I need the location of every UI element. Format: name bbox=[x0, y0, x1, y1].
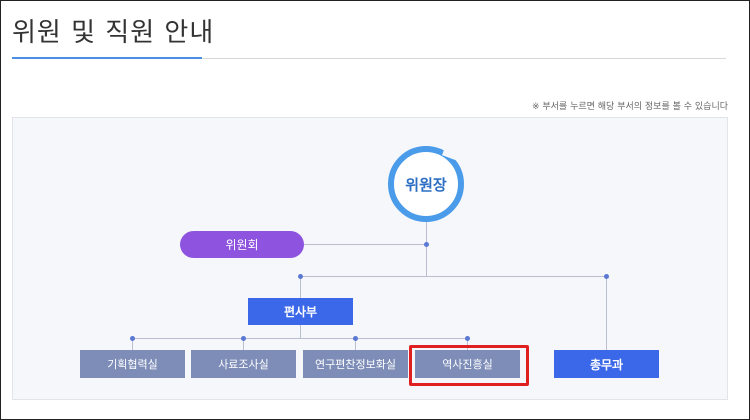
title-accent-bar bbox=[12, 57, 202, 59]
sub-department-label: 연구편찬정보화실 bbox=[315, 358, 396, 371]
connector-committee bbox=[304, 244, 426, 245]
committee-button[interactable]: 위원회 bbox=[180, 231, 304, 258]
connector-sub-2 bbox=[243, 338, 244, 350]
committee-label: 위원회 bbox=[225, 238, 259, 252]
junction-dot bbox=[604, 274, 609, 279]
sub-department-label: 역사진흥실 bbox=[442, 358, 493, 371]
sub-department-label: 기획협력실 bbox=[107, 358, 158, 371]
chairperson-label: 위원장 bbox=[405, 175, 447, 194]
connector-sub-4 bbox=[467, 338, 468, 350]
junction-dot bbox=[298, 274, 303, 279]
history-promotion-button[interactable]: 역사진흥실 bbox=[415, 350, 520, 378]
junction-dot bbox=[241, 336, 246, 341]
connector-general-down bbox=[606, 276, 607, 350]
connector-top-horizontal bbox=[300, 276, 607, 277]
connector-editorial-up bbox=[300, 276, 301, 298]
junction-dot bbox=[465, 336, 470, 341]
chairperson-node[interactable]: 위원장 bbox=[388, 146, 464, 222]
general-affairs-label: 총무과 bbox=[589, 357, 624, 372]
connector-editorial-down bbox=[300, 325, 301, 338]
connector-sub-1 bbox=[132, 338, 133, 350]
page-title: 위원 및 직원 안내 bbox=[12, 18, 215, 48]
editorial-department-label: 편사부 bbox=[283, 305, 318, 319]
historical-research-button[interactable]: 사료조사실 bbox=[191, 350, 296, 378]
connector-sub-3 bbox=[355, 338, 356, 350]
junction-dot bbox=[353, 336, 358, 341]
connector-chair-down bbox=[426, 222, 427, 276]
title-divider bbox=[12, 58, 726, 59]
junction-dot bbox=[130, 336, 135, 341]
junction-dot bbox=[424, 242, 429, 247]
planning-cooperation-button[interactable]: 기획협력실 bbox=[80, 350, 185, 378]
connector-sub-horizontal bbox=[132, 338, 468, 339]
click-notice: ※ 부서를 누르면 해당 부서의 정보를 볼 수 있습니다 bbox=[531, 102, 728, 112]
sub-department-label: 사료조사실 bbox=[218, 358, 269, 371]
research-compilation-button[interactable]: 연구편찬정보화실 bbox=[303, 350, 408, 378]
editorial-department-button[interactable]: 편사부 bbox=[248, 298, 353, 325]
general-affairs-button[interactable]: 총무과 bbox=[554, 350, 659, 378]
